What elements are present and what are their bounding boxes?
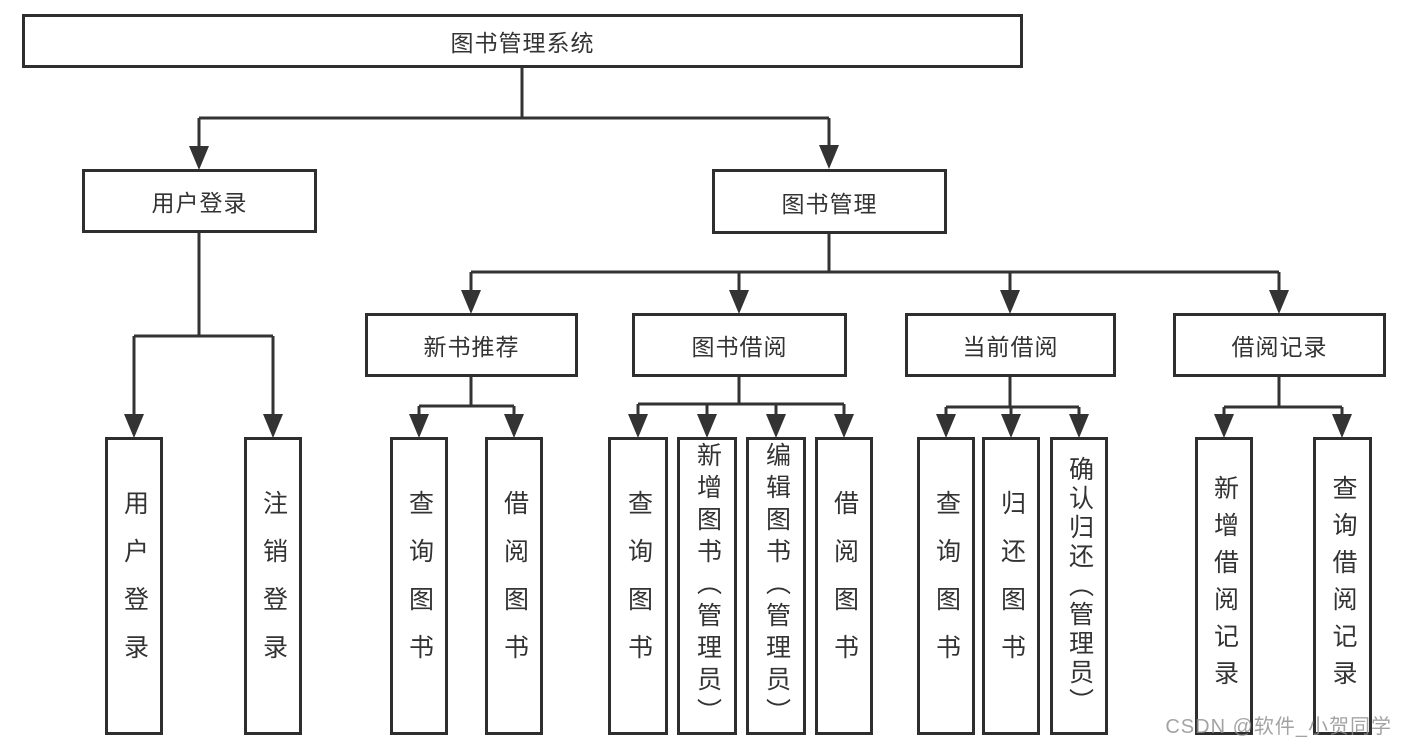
node-leaf-bb-query-books-label: 查询图书 <box>624 490 653 682</box>
node-book-borrowing-label: 图书借阅 <box>691 334 788 360</box>
node-current-borrowing-label: 当前借阅 <box>962 334 1059 360</box>
node-leaf-bb-edit-books-admin: 编辑图书（管理员） <box>746 437 806 735</box>
node-root: 图书管理系统 <box>22 14 1023 68</box>
node-leaf-br-query-record-label: 查询借阅记录 <box>1329 475 1357 697</box>
node-leaf-cb-return-books-label: 归还图书 <box>997 490 1026 682</box>
node-leaf-br-query-record: 查询借阅记录 <box>1313 437 1372 735</box>
node-leaf-bb-add-books-admin-label: 新增图书（管理员） <box>693 442 722 730</box>
node-borrowing-records-label: 借阅记录 <box>1231 334 1328 360</box>
node-leaf-bb-add-books-admin: 新增图书（管理员） <box>677 437 737 735</box>
node-leaf-bb-query-books: 查询图书 <box>608 437 668 735</box>
node-book-management: 图书管理 <box>712 169 947 234</box>
node-leaf-cb-confirm-return-admin-label: 确认归还（管理员） <box>1065 455 1094 717</box>
node-leaf-nbr-borrow-books: 借阅图书 <box>485 437 543 735</box>
node-leaf-logout-login: 注销登录 <box>244 437 302 735</box>
node-leaf-cb-return-books: 归还图书 <box>982 437 1040 735</box>
node-book-borrowing: 图书借阅 <box>632 313 847 377</box>
node-leaf-br-add-record: 新增借阅记录 <box>1195 437 1253 735</box>
node-user-login: 用户登录 <box>82 169 317 233</box>
node-leaf-bb-edit-books-admin-label: 编辑图书（管理员） <box>762 442 791 730</box>
node-book-management-label: 图书管理 <box>781 190 878 217</box>
node-leaf-cb-confirm-return-admin: 确认归还（管理员） <box>1050 437 1108 735</box>
node-new-book-recommend-label: 新书推荐 <box>423 334 520 360</box>
node-leaf-bb-borrow-books: 借阅图书 <box>815 437 873 735</box>
node-leaf-br-add-record-label: 新增借阅记录 <box>1210 475 1239 697</box>
node-leaf-nbr-borrow-books-label: 借阅图书 <box>500 490 529 682</box>
node-user-login-label: 用户登录 <box>151 190 248 216</box>
node-leaf-nbr-query-books: 查询图书 <box>390 437 448 735</box>
node-new-book-recommend: 新书推荐 <box>365 313 578 377</box>
node-root-label: 图书管理系统 <box>450 30 595 56</box>
node-leaf-cb-query-books-label: 查询图书 <box>932 490 961 682</box>
node-leaf-logout-login-label: 注销登录 <box>259 490 288 682</box>
node-leaf-user-login-label: 用户登录 <box>120 490 149 682</box>
node-current-borrowing: 当前借阅 <box>905 313 1116 377</box>
node-leaf-cb-query-books: 查询图书 <box>917 437 975 735</box>
node-leaf-nbr-query-books-label: 查询图书 <box>405 490 434 682</box>
node-borrowing-records: 借阅记录 <box>1173 313 1386 377</box>
node-leaf-bb-borrow-books-label: 借阅图书 <box>830 490 859 682</box>
node-leaf-user-login: 用户登录 <box>105 437 163 735</box>
